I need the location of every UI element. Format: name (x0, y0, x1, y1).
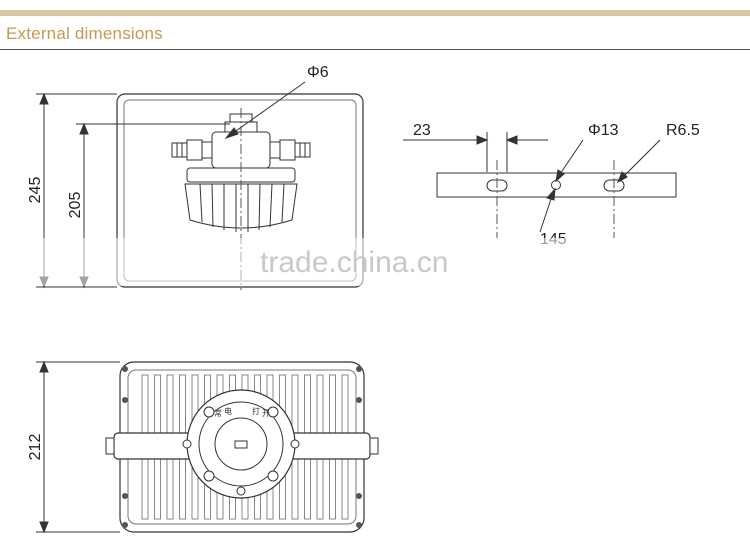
section-title: External dimensions (6, 24, 163, 43)
side-bracket (116, 93, 364, 288)
header-accent-bar (0, 10, 750, 16)
housing-label-char: 常 (214, 409, 222, 418)
housing-label-char: 开 (262, 409, 270, 418)
side-view (36, 81, 364, 290)
dim-205: 205 (67, 192, 84, 219)
housing-label-char: 电 (224, 406, 232, 416)
housing-label-char: 打 (252, 406, 260, 416)
bracket-plate (436, 172, 677, 198)
dim-r6-5: R6.5 (666, 122, 700, 139)
dim-245: 245 (27, 177, 44, 204)
dim-23: 23 (413, 122, 431, 139)
watermark: trade.china.cn (260, 246, 448, 279)
top-view (36, 360, 379, 534)
dim-phi-6: Φ6 (307, 64, 329, 81)
section-divider (0, 49, 750, 50)
dim-212: 212 (27, 434, 44, 461)
dim-phi-13: Φ13 (588, 122, 619, 139)
bracket-view (403, 132, 677, 238)
